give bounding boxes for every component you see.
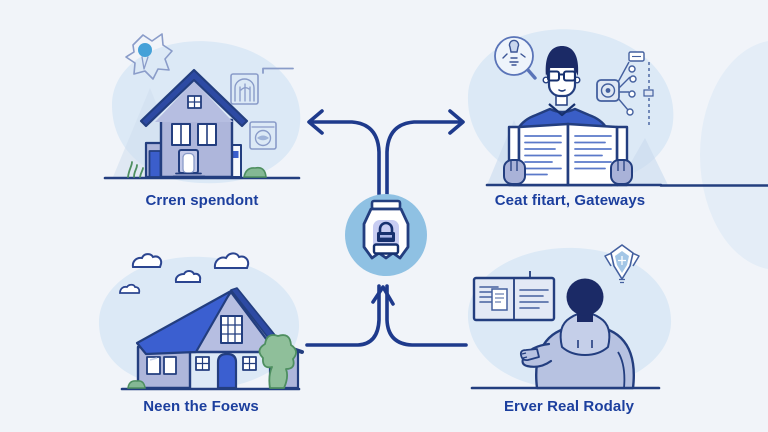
quadrant-bottom-left (119, 252, 304, 391)
quadrant-top-left (103, 33, 768, 187)
connector-arrows (305, 109, 468, 347)
magnifier-idea-icon (494, 36, 537, 80)
document-board (472, 271, 556, 322)
caption-top-left: Crren spendont (145, 192, 259, 209)
corner-bracket-line (262, 67, 294, 74)
caption-top-right: Ceat fitart, Gateways (494, 192, 646, 209)
crumpled-paper-icon (125, 33, 173, 80)
arrow-to-top-right (385, 109, 465, 196)
open-book (507, 122, 629, 187)
washer-sketch-icon (249, 121, 277, 150)
security-lock-badge (345, 194, 427, 276)
tree-icon (258, 334, 297, 389)
head (566, 278, 604, 316)
upper-windows (171, 123, 217, 146)
line-from-bottom-right (385, 284, 468, 347)
attic-window (220, 315, 243, 344)
quadrant-bottom-right (470, 244, 661, 390)
hair (545, 46, 579, 76)
quadrant-top-right (485, 36, 663, 187)
side-windows (146, 356, 177, 375)
framed-sketch-icon (230, 73, 259, 105)
front-door (172, 149, 206, 178)
bush-icon (243, 166, 267, 178)
hands (503, 159, 633, 185)
network-nodes-icon (596, 51, 654, 128)
padlock-icon (372, 221, 400, 255)
collar (548, 103, 576, 117)
cloud-icon (131, 253, 163, 268)
line-from-bottom-left (305, 284, 381, 347)
front-door (216, 352, 238, 390)
two-story-house (127, 68, 267, 179)
cross-window (242, 356, 257, 371)
head (542, 46, 581, 98)
caption-bottom-left: Neen the Foews (143, 398, 259, 415)
grass-icon (127, 161, 144, 178)
bush-icon (127, 380, 146, 389)
cloud-icon (119, 283, 141, 294)
shield-badge-icon (604, 244, 640, 284)
arrow-up-icon (371, 285, 395, 306)
glasses-icon (547, 70, 576, 82)
caption-bottom-right: Erver Real Rodaly (503, 398, 635, 415)
man-reading-open-book (503, 46, 633, 187)
arrow-to-top-left (307, 109, 381, 196)
cross-window (195, 356, 210, 371)
hood (559, 312, 611, 356)
cloud-icon (213, 252, 250, 269)
clouds (119, 252, 250, 294)
person-back-view (519, 278, 635, 390)
attic-window (187, 95, 202, 109)
cloud-icon (174, 270, 202, 283)
